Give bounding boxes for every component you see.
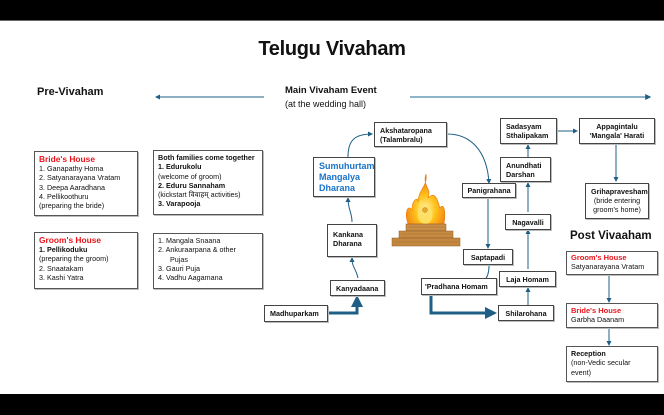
node-appagintalu: Appagintalu 'Mangala' Harati: [579, 118, 655, 144]
post-grooms-house-heading: Groom's House: [571, 253, 627, 262]
node-akshataropana: Akshataropana (Talambralu): [374, 122, 447, 147]
node-anundhati-darshan: Anundhati Darshan: [500, 157, 551, 182]
node-line: Anundhati: [506, 161, 542, 170]
list-item: 4. Vadhu Aagamana: [158, 273, 223, 283]
section-main-event-subtitle: (at the wedding hall): [285, 99, 367, 109]
arrow-kankana-sumuhurtam: [345, 197, 353, 223]
node-line: Sthalipakam: [506, 131, 549, 140]
list-item: 3. Deepa Aaradhana: [39, 182, 105, 192]
post-brides-house-text: Garbha Daanam: [571, 315, 625, 324]
brides-house-heading: Bride's House: [39, 154, 95, 164]
post-grooms-house-text: Satyanarayana Vratam: [571, 262, 645, 271]
list-item: 2. Eduru Sannaham: [158, 180, 226, 190]
post-reception-line: event): [571, 367, 591, 377]
node-line: 'Mangala' Harati: [589, 131, 645, 140]
node-line: groom's home): [593, 205, 641, 214]
list-item: 1. Edurukolu: [158, 162, 202, 172]
node-sumuhurtam-mangalya-dharana: Sumuhurtam Mangalya Dharana: [313, 157, 375, 197]
arrow-madhuparkam-kanyadaana: [328, 295, 363, 315]
node-pradhana-homam: 'Pradhana Homam: [421, 278, 497, 295]
sacred-fire-icon: [391, 173, 461, 247]
arrow-kanyadaana-kankana: [349, 257, 359, 279]
list-item: 1. Pellikoduku: [39, 245, 88, 254]
list-item: 4. Pellikoothuru: [39, 191, 89, 201]
node-madhuparkam: Madhuparkam: [264, 305, 328, 322]
node-saptapadi: Saptapadi: [463, 249, 513, 265]
node-line: Darshan: [506, 170, 535, 179]
pre-both-families-box: Both families come together 1. Edurukolu…: [153, 150, 263, 215]
list-item: 1. Mangala Snaana: [158, 236, 221, 245]
arrow-sumuhurtam-akshataropana: [347, 131, 373, 158]
post-reception-box: Reception (non-Vedic secular event): [566, 346, 658, 382]
list-note: (preparing the bride): [39, 201, 105, 211]
section-pre-vivaham: Pre-Vivaham: [37, 86, 104, 98]
node-line: Dharana: [319, 183, 356, 193]
arrow-akshataropana-panigrahana: [446, 133, 492, 184]
list-item: 3. Gauri Puja: [158, 263, 200, 273]
post-reception-line: (non-Vedic secular: [571, 358, 631, 368]
section-main-event: Main Vivaham Event: [285, 85, 377, 96]
both-families-heading: Both families come together: [158, 153, 255, 162]
top-letterbox-bar: [0, 0, 664, 21]
post-grooms-house-box: Groom's House Satyanarayana Vratam: [566, 251, 658, 275]
post-reception-heading: Reception: [571, 349, 606, 358]
grooms-house-heading: Groom's House: [39, 235, 102, 245]
node-line: Dharana: [333, 239, 362, 248]
post-brides-house-heading: Bride's House: [571, 306, 622, 315]
node-kanyadaana: Kanyadaana: [330, 280, 385, 296]
node-laja-homam: Laja Homam: [499, 271, 556, 287]
list-item: 2. Snaatakam: [39, 263, 84, 273]
page-title: Telugu Vivaham: [258, 38, 406, 60]
node-line: (Talambralu): [380, 135, 423, 144]
node-panigrahana: Panigrahana: [462, 183, 516, 198]
node-sadasyam-sthalipakam: Sadasyam Sthalipakam: [500, 118, 557, 144]
node-line: Sumuhurtam: [319, 161, 375, 171]
section-post-vivaham: Post Vivaaham: [570, 230, 652, 242]
node-line: Grihapravesham: [591, 187, 648, 196]
pre-brides-house-box: Bride's House 1. Ganapathy Homa 2. Satya…: [34, 151, 138, 216]
node-line: Mangalya: [319, 172, 361, 182]
arrow-pradhana-shilarohana: [429, 295, 497, 319]
node-line: Akshataropana: [380, 126, 432, 135]
list-item: 2. Satyanarayana Vratam: [39, 173, 121, 183]
node-line: Appagintalu: [596, 122, 638, 131]
list-item: 3. Kashi Yatra: [39, 272, 84, 282]
pre-rituals-box: 1. Mangala Snaana 2. Ankuraarpana & othe…: [153, 233, 263, 289]
post-brides-house-box: Bride's House Garbha Daanam: [566, 303, 658, 328]
bottom-letterbox-bar: [0, 394, 664, 415]
node-nagavalli: Nagavalli: [505, 214, 551, 230]
node-kankana-dharana: Kankana Dharana: [327, 224, 377, 257]
node-line: Kankana: [333, 230, 363, 239]
node-shilarohana: Shilarohana: [498, 305, 554, 321]
list-item: 1. Ganapathy Homa: [39, 164, 104, 173]
node-grihapravesham: Grihapravesham (bride entering groom's h…: [585, 183, 649, 219]
list-item: Pujas: [158, 254, 188, 264]
list-note: (kickstart विवाहम् activities): [158, 190, 241, 200]
pre-grooms-house-box: Groom's House 1. Pellikoduku (preparing …: [34, 232, 138, 289]
node-line: (bride entering: [593, 196, 641, 205]
list-item: 2. Ankuraarpana & other: [158, 245, 236, 255]
list-note: (preparing the groom): [39, 254, 109, 264]
node-line: Sadasyam: [506, 122, 542, 131]
list-note: (welcome of groom): [158, 171, 222, 181]
list-item: 3. Varapooja: [158, 199, 201, 209]
